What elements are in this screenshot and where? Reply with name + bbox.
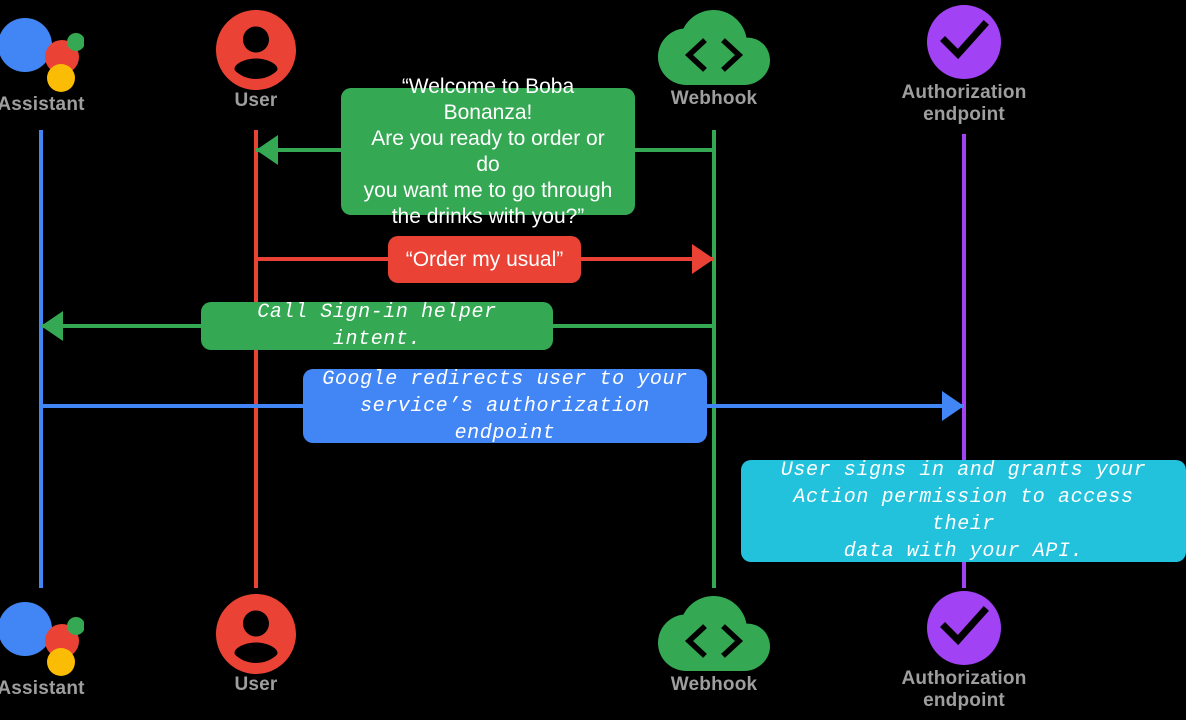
message-bubble-text: “Welcome to Boba Bonanza! Are you ready … — [363, 74, 613, 228]
cloud-code-icon — [658, 10, 770, 85]
message-bubble-order: “Order my usual” — [388, 236, 581, 283]
actor-assistant-bottom: Assistant — [0, 598, 141, 700]
arrow-head-signin — [41, 311, 63, 341]
user-avatar-icon — [216, 594, 296, 674]
lifeline-assistant — [39, 130, 43, 588]
actor-label-webhook: Webhook — [670, 674, 758, 695]
google-assistant-icon — [0, 18, 84, 92]
google-assistant-icon-wrap — [0, 598, 141, 678]
purple-check-circle-icon-wrap — [864, 588, 1064, 668]
lifeline-webhook — [712, 130, 716, 588]
actor-label-auth: Authorization endpoint — [901, 82, 1027, 125]
lifeline-auth — [962, 134, 966, 588]
lifeline-user — [254, 130, 258, 588]
actor-label-assistant: Assistant — [0, 678, 85, 699]
actor-label-user: User — [234, 674, 278, 695]
message-bubble-signin: Call Sign-in helper intent. — [201, 301, 553, 351]
google-assistant-icon — [0, 602, 84, 676]
user-avatar-icon-wrap — [156, 10, 356, 90]
message-bubble-text: Google redirects user to your service’s … — [322, 367, 688, 445]
user-avatar-icon — [216, 10, 296, 90]
actor-webhook-top: Webhook — [614, 8, 814, 110]
actor-auth-bottom: Authorization endpoint — [864, 588, 1064, 712]
purple-check-circle-icon — [927, 5, 1001, 79]
google-assistant-icon-wrap — [0, 14, 141, 94]
actor-assistant-top: Assistant — [0, 14, 141, 116]
cloud-code-icon — [658, 596, 770, 671]
actor-label-auth: Authorization endpoint — [901, 668, 1027, 711]
cloud-code-icon-wrap — [614, 8, 814, 88]
actor-webhook-bottom: Webhook — [614, 594, 814, 696]
arrow-head-welcome — [256, 135, 278, 165]
purple-check-circle-icon-wrap — [864, 2, 1064, 82]
message-bubble-redirect: Google redirects user to your service’s … — [303, 368, 707, 445]
actor-label-webhook: Webhook — [670, 88, 758, 109]
purple-check-circle-icon — [927, 591, 1001, 665]
message-bubble-welcome: “Welcome to Boba Bonanza! Are you ready … — [341, 75, 635, 228]
message-bubble-text: “Order my usual” — [405, 247, 564, 271]
message-bubble-text: Call Sign-in helper intent. — [257, 301, 497, 351]
actor-label-assistant: Assistant — [0, 94, 85, 115]
cloud-code-icon-wrap — [614, 594, 814, 674]
arrow-head-redirect — [942, 391, 964, 421]
actor-auth-top: Authorization endpoint — [864, 2, 1064, 126]
actor-user-top: User — [156, 10, 356, 112]
arrow-head-order — [692, 244, 714, 274]
note-bubble-grant: User signs in and grants your Action per… — [741, 459, 1186, 563]
note-bubble-text: User signs in and grants your Action per… — [780, 459, 1147, 563]
actor-user-bottom: User — [156, 594, 356, 696]
user-avatar-icon-wrap — [156, 594, 356, 674]
actor-label-user: User — [234, 90, 278, 111]
